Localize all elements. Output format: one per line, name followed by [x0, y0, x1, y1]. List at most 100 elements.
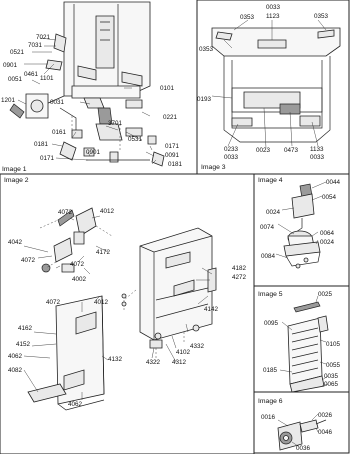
callout-4012-b: 4012 — [94, 299, 109, 306]
callout-4172: 4172 — [96, 249, 111, 256]
callout-4132: 4132 — [108, 356, 123, 363]
callout-0024-b: 0024 — [320, 239, 335, 246]
callout-0901-b: 0901 — [86, 149, 101, 156]
image6-drawing — [277, 419, 327, 451]
callout-4072-b: 4072 — [21, 257, 36, 264]
image2-border — [0, 173, 255, 454]
image1-callouts: 7021 7031 0521 0901 0461 1101 0051 1201 … — [1, 34, 183, 168]
callout-0461: 0461 — [24, 71, 39, 78]
callout-0036: 0036 — [296, 445, 311, 452]
callout-0035: 0035 — [324, 373, 339, 380]
callout-0033: 0033 — [266, 4, 281, 11]
callout-0065: 0065 — [324, 381, 339, 388]
callout-4012: 4012 — [100, 208, 115, 215]
callout-0033-c: 0033 — [310, 154, 325, 161]
image5-callout-leaders — [279, 295, 329, 387]
image4-drawing — [283, 183, 321, 269]
image1-cabinet-drawing — [9, 1, 165, 167]
image5-panel: 0025 0095 0105 0055 0185 0035 0065 Image… — [253, 285, 350, 393]
callout-4002: 4002 — [72, 276, 87, 283]
callout-1123: 1123 — [266, 13, 280, 20]
callout-0025: 0025 — [318, 291, 333, 298]
image5-callouts: 0025 0095 0105 0055 0185 0035 0065 — [263, 291, 341, 388]
callout-0095: 0095 — [264, 320, 279, 327]
callout-4102: 4102 — [176, 349, 191, 356]
image2-drawing — [27, 207, 217, 411]
callout-4142: 4142 — [204, 306, 219, 313]
callout-4272: 4272 — [232, 274, 247, 281]
callout-0221: 0221 — [163, 114, 178, 121]
callout-7021: 7021 — [36, 34, 51, 41]
callout-0031: 0031 — [50, 99, 65, 106]
callout-0171: 0171 — [40, 155, 55, 162]
image3-title: Image 3 — [201, 164, 226, 171]
callout-1201: 1201 — [1, 97, 16, 104]
callout-4072-d: 4072 — [46, 299, 61, 306]
image4-title: Image 4 — [258, 177, 283, 184]
callout-0023: 0023 — [256, 147, 271, 154]
callout-4182: 4182 — [232, 265, 247, 272]
callout-0473: 0473 — [284, 147, 299, 154]
callout-0051: 0051 — [8, 76, 23, 83]
callout-0033-b: 0033 — [224, 154, 239, 161]
callout-4062-b: 4062 — [68, 401, 83, 408]
callout-0233: 0233 — [224, 146, 239, 153]
callout-0521: 0521 — [10, 49, 25, 56]
image6-title: Image 6 — [258, 398, 283, 405]
callout-0193: 0193 — [197, 96, 212, 103]
callout-0026: 0026 — [318, 412, 333, 419]
callout-4332: 4332 — [190, 343, 205, 350]
image5-drawing — [287, 301, 329, 393]
image2-callouts: 4072 4012 4042 4072 4172 4072 4002 4072 … — [8, 208, 247, 408]
callout-0531: 0531 — [128, 136, 143, 143]
callout-4062: 4062 — [8, 353, 23, 360]
callout-0024: 0024 — [266, 209, 281, 216]
callout-4162: 4162 — [18, 325, 33, 332]
callout-0353-b: 0353 — [314, 13, 329, 20]
image6-callouts: 0016 0026 0046 0036 — [261, 412, 333, 452]
image3-border — [196, 0, 350, 175]
image2-title: Image 2 — [4, 177, 29, 184]
image1-title: Image 1 — [2, 166, 27, 173]
callout-0046: 0046 — [318, 429, 333, 436]
callout-1101: 1101 — [40, 75, 54, 82]
callout-4312: 4312 — [172, 359, 187, 366]
callout-1133: 1133 — [310, 146, 324, 153]
callout-4082: 4082 — [8, 367, 23, 374]
image2-callout-leaders — [23, 215, 213, 400]
image6-callout-leaders — [277, 413, 319, 447]
image3-drawing — [211, 27, 341, 143]
image1-callout-leaders — [17, 37, 157, 165]
image2-panel: 4072 4012 4042 4072 4172 4072 4002 4072 … — [0, 173, 255, 454]
callout-0353: 0353 — [240, 14, 255, 21]
callout-0016: 0016 — [261, 414, 276, 421]
image1-panel: 7021 7031 0521 0901 0461 1101 0051 1201 … — [1, 1, 183, 173]
image4-callout-leaders — [275, 181, 327, 259]
callout-0181: 0181 — [34, 141, 49, 148]
callout-0901: 0901 — [3, 62, 18, 69]
callout-4152: 4152 — [16, 341, 31, 348]
image6-border — [253, 391, 350, 454]
callout-4072: 4072 — [58, 209, 73, 216]
callout-0084: 0084 — [261, 253, 276, 260]
callout-4042: 4042 — [8, 239, 23, 246]
image4-panel: 0044 0054 0024 0074 0064 0024 0084 Image… — [253, 173, 350, 287]
callout-0105: 0105 — [326, 341, 341, 348]
image5-title: Image 5 — [258, 291, 283, 298]
callout-3701: 3701 — [108, 120, 123, 127]
callout-0044: 0044 — [326, 179, 341, 186]
callout-0101: 0101 — [160, 85, 175, 92]
callout-0161: 0161 — [52, 129, 67, 136]
callout-0171-b: 0171 — [165, 143, 180, 150]
callout-0055: 0055 — [326, 362, 341, 369]
image3-panel: 0033 1123 0353 0353 0353 0193 0233 0033 … — [196, 0, 350, 175]
callout-7031: 7031 — [28, 42, 43, 49]
callout-0054: 0054 — [322, 194, 337, 201]
image6-panel: 0016 0026 0046 0036 Image 6 — [253, 391, 350, 454]
image4-callouts: 0044 0054 0024 0074 0064 0024 0084 — [260, 179, 341, 260]
callout-0091: 0091 — [165, 152, 180, 159]
callout-0064: 0064 — [320, 230, 335, 237]
callout-0181-b: 0181 — [168, 161, 183, 168]
image3-callout-leaders — [211, 19, 327, 149]
callout-4322: 4322 — [146, 359, 161, 366]
